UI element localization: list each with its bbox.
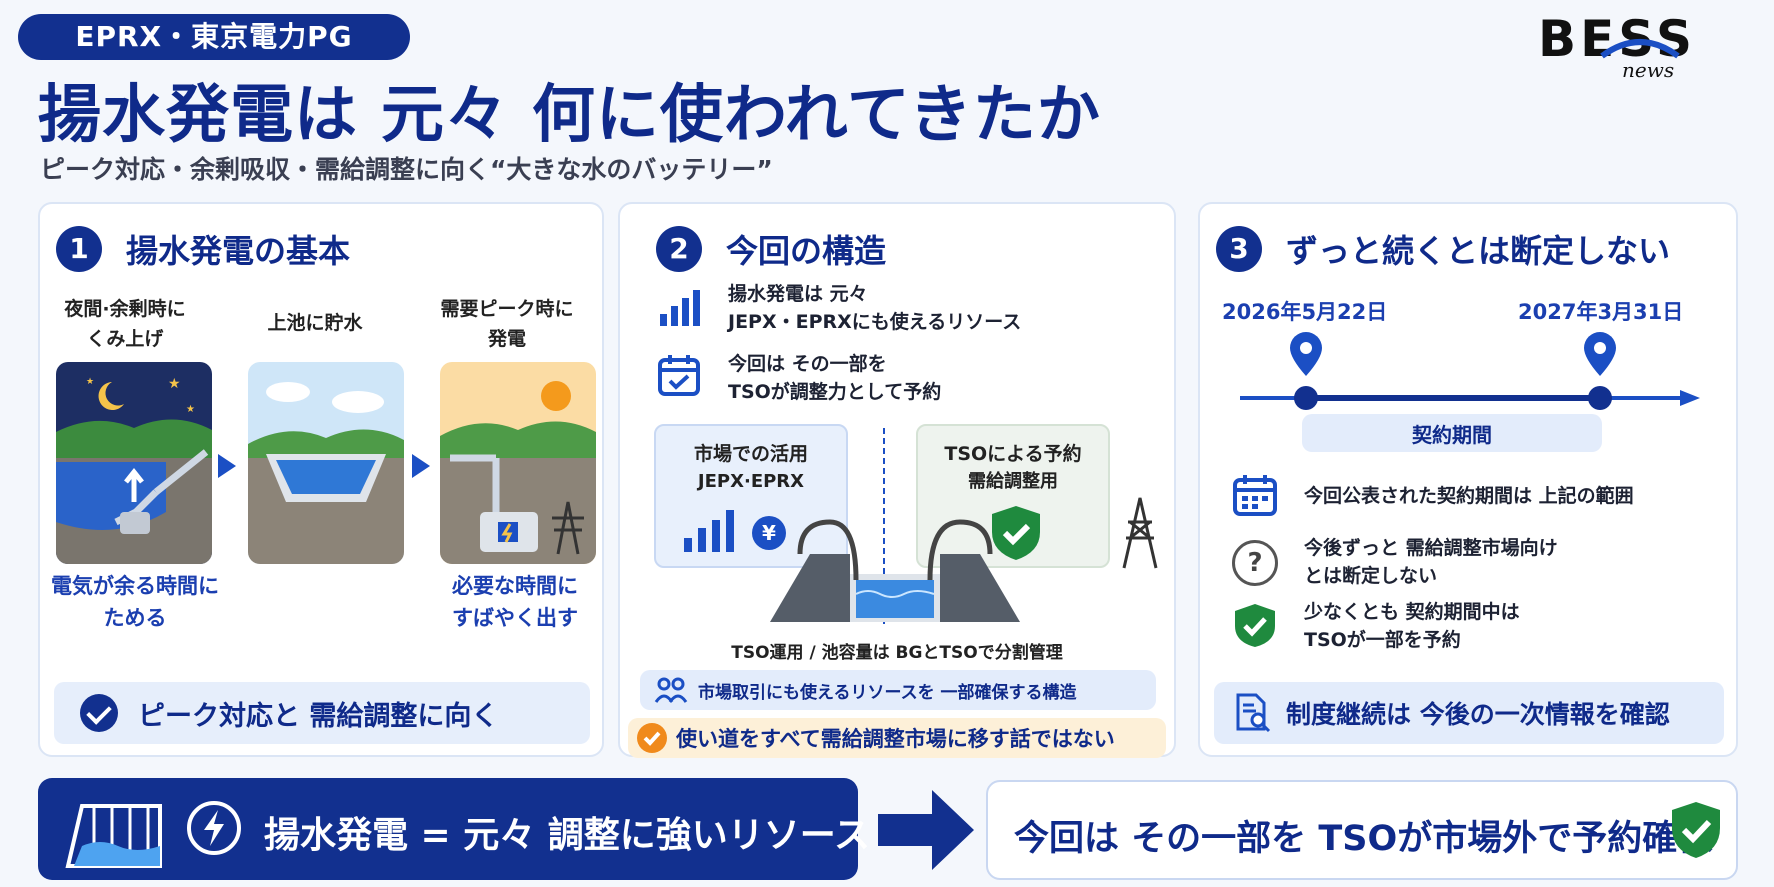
contract-period-label: 契約期間 (1302, 414, 1602, 452)
date-start: 2026年5月22日 (1222, 300, 1388, 324)
bess-news-logo: BESS news (1530, 8, 1760, 82)
panel-not-permanent-header: 3 ずっと続くとは断定しない (1216, 226, 1670, 272)
panel-number: 3 (1216, 226, 1262, 272)
structure-row-resource: 揚水発電は 元々 JEPX・EPRXにも使えるリソース (728, 283, 1022, 333)
shield-check-icon (1235, 604, 1275, 647)
flow-arrow-icon (412, 454, 430, 478)
caption-store-surplus: 電気が余る時間に ためる (51, 574, 219, 630)
calendar-icon (1233, 475, 1277, 516)
bar-chart-icon (660, 290, 700, 326)
transmission-tower-icon (1122, 497, 1158, 569)
panel-number: 1 (56, 226, 102, 272)
pill-not-full-transfer: 使い道をすべて需給調整市場に移す話ではない (628, 718, 1166, 758)
logo-word: BESS (1538, 10, 1697, 68)
summary-arrow-icon (878, 790, 974, 870)
card-market-use: 市場での活用 JEPX·EPRX ¥ (654, 424, 848, 568)
panel-title: 揚水発電の基本 (126, 232, 351, 270)
panel-title: ずっと続くとは断定しない (1286, 232, 1671, 270)
shield-check-icon (992, 506, 1040, 560)
contract-timeline (1240, 332, 1700, 410)
panel-title: 今回の構造 (726, 232, 887, 270)
night-pumping-illustration: ★ ★ ★ (56, 362, 212, 564)
lightning-icon (187, 801, 241, 855)
date-end: 2027年3月31日 (1518, 300, 1684, 324)
upper-reservoir-illustration (248, 362, 404, 564)
divider-dashed (883, 428, 885, 624)
market-bars-icon (684, 510, 734, 552)
item-during-contract: 少なくとも 契約期間中は TSOが一部を予約 (1304, 601, 1520, 651)
item-not-permanent: 今後ずっと 需給調整市場向け とは断定しない (1304, 537, 1558, 587)
summary-left-banner: 揚水発電 = 元々 調整に強いリソース (38, 778, 870, 880)
split-management-caption: TSO運用 / 池容量は BGとTSOで分割管理 (731, 643, 1063, 663)
calendar-check-icon (658, 355, 700, 396)
question-icon: ? (1232, 540, 1278, 586)
card-tso-reserve: TSOによる予約 需給調整用 (916, 424, 1110, 568)
day-generation-illustration (440, 362, 596, 564)
panel-structure: 2 今回の構造 揚水発電は 元々 JEPX・EPRXにも使えるリソース 今回は … (618, 202, 1176, 758)
item-announced-period: 今回公表された契約期間は 上記の範囲 (1304, 485, 1634, 507)
pill-partial-secure: 市場取引にも使えるリソースを 一部確保する構造 (640, 670, 1156, 710)
summary-right-text: 今回は その一部を TSOが市場外で予約確保 (1014, 819, 1713, 859)
flow-arrow-icon (218, 454, 236, 478)
yen-icon: ¥ (752, 516, 786, 550)
panel-not-permanent: 3 ずっと続くとは断定しない 2026年5月22日 2027年3月31日 契約期… (1198, 202, 1738, 757)
users-icon (654, 677, 688, 703)
summary-right-banner: 今回は その一部を TSOが市場外で予約確保 (986, 780, 1738, 880)
panel-number: 2 (656, 226, 702, 272)
check-icon (80, 694, 118, 732)
caption-release-quickly: 必要な時間に すばやく出す (452, 574, 578, 630)
svg-text:★: ★ (168, 376, 181, 392)
panel-structure-header: 2 今回の構造 (656, 226, 886, 272)
logo-sub: news (1622, 58, 1675, 82)
shield-check-icon (1672, 802, 1720, 858)
structure-row-tso-reserve: 今回は その一部を TSOが調整力として予約 (728, 353, 942, 403)
step-label-store: 上池に貯水 (267, 312, 363, 334)
summary-left-text: 揚水発電 = 元々 調整に強いリソース (264, 815, 870, 856)
step-label-generate: 需要ピーク時に 発電 (440, 298, 574, 350)
dam-icon (65, 804, 162, 868)
step-label-pump: 夜間·余剰時に くみ上げ (64, 298, 186, 350)
svg-text:★: ★ (86, 377, 94, 387)
panel-not-permanent-footer: 制度継続は 今後の一次情報を確認 (1214, 682, 1724, 744)
document-search-icon (1236, 693, 1271, 733)
panel-basics-header: 1 揚水発電の基本 (56, 226, 350, 272)
reservoir-split-illustration (770, 519, 1020, 622)
page-title: 揚水発電は 元々 何に使われてきたか (38, 78, 1101, 151)
page-subtitle: ピーク対応・余剰吸収・需給調整に向く“大きな水のバッテリー” (40, 155, 773, 184)
panel-basics-footer: ピーク対応と 需給調整に向く (54, 682, 590, 744)
orange-check-icon (637, 723, 667, 753)
logo-swoosh-icon (1600, 39, 1680, 59)
svg-text:★: ★ (186, 404, 195, 415)
header-tag: EPRX・東京電力PG (18, 14, 410, 60)
panel-basics: 1 揚水発電の基本 夜間·余剰時に くみ上げ 上池に貯水 需要ピーク時に 発電 … (38, 202, 604, 757)
